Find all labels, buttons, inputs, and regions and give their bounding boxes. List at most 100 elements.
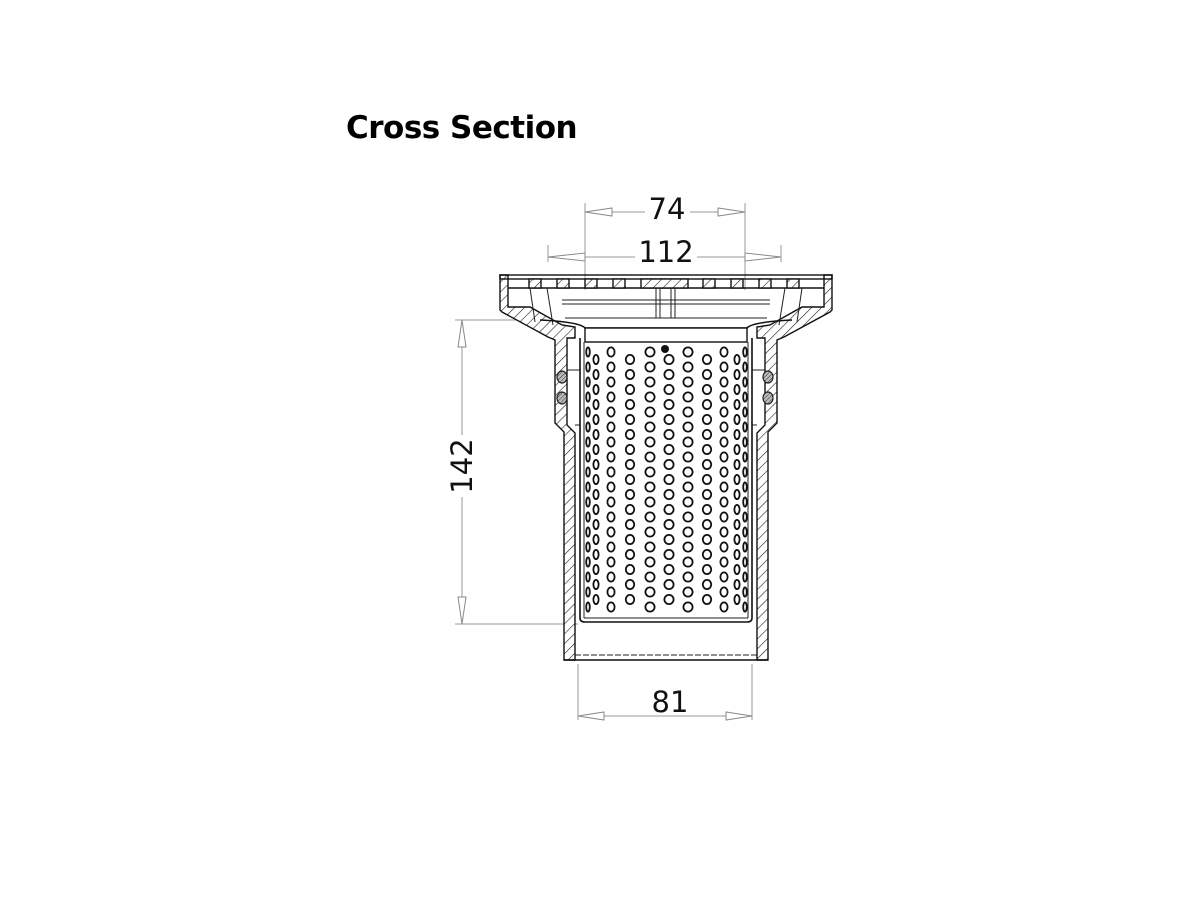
perforation-hole [733, 579, 741, 591]
perforation-hole [701, 519, 713, 531]
perforation-hole [644, 451, 656, 463]
perforation-hole [624, 473, 636, 485]
perforation-hole [719, 346, 729, 358]
perforation-hole [606, 376, 616, 388]
perforation-hole [585, 406, 591, 418]
perforation-hole [592, 549, 600, 561]
perforation-hole [719, 436, 729, 448]
perforation-hole [644, 541, 656, 553]
perforation-hole [682, 466, 694, 478]
perforation-hole [682, 511, 694, 523]
perforation-hole [592, 564, 600, 576]
perforation-hole [733, 443, 741, 455]
perforation-hole [585, 466, 591, 478]
perforation-hole [701, 383, 713, 395]
perforation-hole [719, 571, 729, 583]
dimension-81: 81 [577, 664, 753, 721]
perforation-hole [585, 526, 591, 538]
perforation-hole [644, 571, 656, 583]
perforation-hole [624, 564, 636, 576]
perforation-hole [585, 496, 591, 508]
perforation-hole [742, 466, 748, 478]
perforation-hole [592, 428, 600, 440]
perforation-hole [644, 481, 656, 493]
perforation-hole [742, 451, 748, 463]
perforation-hole [624, 413, 636, 425]
perforation-hole [701, 594, 713, 606]
perforation-hole [742, 436, 748, 448]
perforation-hole [742, 601, 748, 613]
perforation-hole [663, 488, 675, 500]
perforation-hole [606, 511, 616, 523]
perforation-hole [624, 368, 636, 380]
perforation-hole [719, 556, 729, 568]
perforation-hole [719, 586, 729, 598]
o-rings [556, 369, 774, 405]
perforation-hole [644, 421, 656, 433]
perforation-hole [701, 579, 713, 591]
perforation-hole [585, 511, 591, 523]
perforation-hole [719, 376, 729, 388]
dimension-label-112: 112 [638, 235, 693, 269]
perforation-hole [606, 436, 616, 448]
basket-handle-dot [661, 345, 669, 353]
perforation-hole [592, 443, 600, 455]
perforation-hole [682, 571, 694, 583]
perforation-hole [592, 458, 600, 470]
perforation-hole [606, 496, 616, 508]
perforation-hole [606, 346, 616, 358]
perforation-hole [663, 549, 675, 561]
perforation-hole [719, 391, 729, 403]
perforation-hole [585, 481, 591, 493]
perforation-hole [663, 534, 675, 546]
perforation-hole [701, 534, 713, 546]
perforation-hole [701, 398, 713, 410]
perforation-hole [701, 564, 713, 576]
perforation-hole [585, 391, 591, 403]
perforation-hole [682, 391, 694, 403]
perforation-hole [742, 556, 748, 568]
perforation-hole [719, 466, 729, 478]
perforation-hole [592, 534, 600, 546]
perforation-hole [742, 481, 748, 493]
perforation-hole [644, 586, 656, 598]
perforation-hole [701, 443, 713, 455]
perforation-hole [592, 519, 600, 531]
perforation-hole [624, 503, 636, 515]
perforation-hole [701, 488, 713, 500]
perforation-hole [663, 503, 675, 515]
perforation-hole [624, 594, 636, 606]
perforation-hole [682, 361, 694, 373]
perforation-hole [719, 496, 729, 508]
perforation-hole [644, 406, 656, 418]
perforation-hole [606, 451, 616, 463]
perforation-hole [742, 346, 748, 358]
perforation-hole [592, 413, 600, 425]
perforation-hole [742, 361, 748, 373]
perforation-hole [682, 541, 694, 553]
perforation-hole [606, 406, 616, 418]
perforation-hole [742, 586, 748, 598]
perforation-hole [585, 361, 591, 373]
perforation-hole [682, 451, 694, 463]
perforation-hole [606, 541, 616, 553]
perforation-hole [701, 458, 713, 470]
perforation-hole [742, 391, 748, 403]
perforation-hole [592, 594, 600, 606]
perforation-hole [682, 421, 694, 433]
perforation-hole [733, 503, 741, 515]
perforation-hole [606, 586, 616, 598]
perforation-hole [585, 601, 591, 613]
perforation-hole [682, 601, 694, 613]
perforation-hole [682, 556, 694, 568]
perforation-hole [682, 436, 694, 448]
perforation-hole [733, 428, 741, 440]
perforation-hole [644, 496, 656, 508]
perforation-hole [592, 368, 600, 380]
perforation-hole [592, 353, 600, 365]
perforation-hole [701, 549, 713, 561]
perforation-hole [585, 451, 591, 463]
perforation-hole [701, 413, 713, 425]
perforation-hole [682, 481, 694, 493]
